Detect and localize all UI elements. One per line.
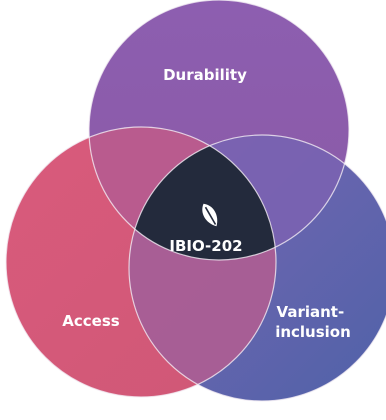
label-access: Access [62,312,119,330]
label-variant-inclusion: Variant- inclusion [275,303,351,341]
label-durability: Durability [163,66,247,84]
leaf-icon [202,203,218,227]
circle-top-outline [88,0,350,261]
center-region [129,135,276,260]
circle-right-outline [128,134,386,402]
circle-left-outline [5,126,277,398]
center-label: IBIO-202 [169,237,242,255]
